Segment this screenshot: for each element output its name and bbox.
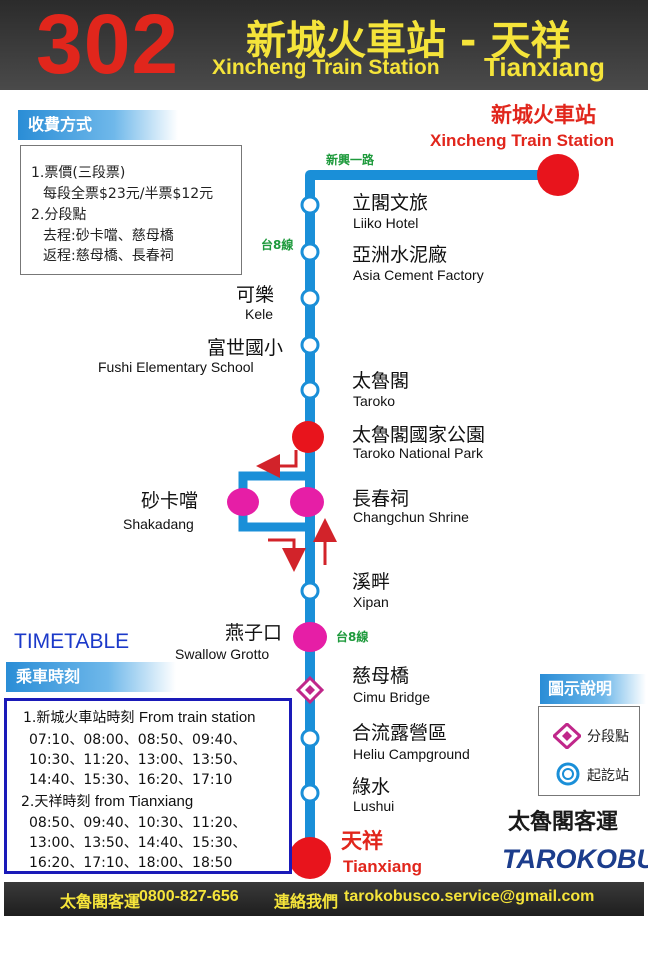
stop-marker-liiko (300, 195, 320, 215)
stop-name-en: Cimu Bridge (353, 689, 431, 705)
brand-logo-en: TAROKOBUS (502, 844, 648, 874)
timetable-times-row: 14:40、15:30、16:20、17:10 (29, 772, 233, 788)
stop-marker-cement (300, 242, 320, 262)
route-title-zh: 新城火車站 - 天祥 (246, 18, 571, 64)
fare-panel: 1.票價(三段票) 每段全票$23元/半票$12元 2.分段點 去程:砂卡噹、慈… (20, 145, 242, 275)
stop-marker-park (292, 421, 324, 453)
stop-marker-fushi (300, 335, 320, 355)
timetable-from-tianxiang-en: from Tianxiang (94, 793, 194, 810)
fare-line: 2.分段點 (31, 207, 87, 223)
fare-line: 返程:慈母橋、長春祠 (43, 248, 174, 264)
direction-arrow (256, 450, 298, 478)
legend-tab: 圖示說明 (540, 674, 646, 704)
terminal-marker-xincheng (537, 154, 579, 196)
stop-name-en: Shakadang (123, 516, 194, 532)
timetable-times-row: 10:30、11:20、13:00、13:50、 (29, 752, 247, 768)
stop-name-zh: 長春祠 (352, 488, 410, 510)
legend-panel: 分段點 起訖站 (538, 706, 640, 796)
ring-icon (556, 762, 580, 786)
terminal-name-zh-tianxiang: 天祥 (341, 829, 383, 853)
route-title-en-to: Tianxiang (484, 52, 605, 82)
terminal-name-en-xincheng: Xincheng Train Station (430, 131, 615, 150)
stop-name-zh: 合流露營區 (352, 722, 448, 744)
timetable-times-row: 08:50、09:40、10:30、11:20、 (29, 815, 247, 831)
stop-name-en: Heliu Campground (353, 746, 470, 762)
stop-name-en: Changchun Shrine (353, 509, 469, 525)
timetable-from-station-en: From train station (138, 709, 256, 726)
timetable-times-row: 16:20、17:10、18:00、18:50 (29, 855, 233, 871)
brand-name-zh: 太魯閣客運 (508, 810, 619, 835)
terminal-name-en-tianxiang: Tianxiang (343, 857, 423, 876)
stop-name-en: Kele (245, 306, 274, 322)
stop-name-en: Taroko National Park (353, 445, 483, 461)
stop-marker-xipan (300, 581, 320, 601)
timetable-from-station-zh: 1.新城火車站時刻 (23, 710, 135, 726)
fare-line: 去程:砂卡噹、慈母橋 (43, 228, 174, 244)
stop-name-zh: 綠水 (352, 776, 391, 798)
stop-name-zh: 慈母橋 (352, 665, 410, 687)
route-number: 302 (36, 0, 180, 91)
stop-name-zh: 立閣文旅 (352, 192, 429, 214)
stop-marker-heliu (300, 728, 320, 748)
fare-panel-tab: 收費方式 (18, 110, 178, 140)
stop-name-en: Lushui (353, 798, 395, 814)
section-point-cimu (295, 675, 325, 705)
timetable-from-tianxiang-zh: 2.天祥時刻 (21, 794, 91, 810)
footer-bar: 太魯閣客運 0800-827-656 連絡我們 tarokobusco.serv… (4, 882, 644, 916)
footer-company: 太魯閣客運 (60, 894, 141, 911)
stop-name-en: Xipan (353, 594, 389, 610)
footer-phone: 0800-827-656 (139, 888, 239, 905)
stop-name-en: Taroko (353, 393, 396, 409)
timetable-times-row: 07:10、08:00、08:50、09:40、 (29, 732, 247, 748)
legend-section-point-label: 分段點 (587, 729, 629, 745)
route-title-en-from: Xincheng Train Station (212, 56, 440, 79)
terminal-name-zh-xincheng: 新城火車站 (491, 103, 596, 127)
diamond-icon (553, 723, 581, 749)
stop-marker-lushui (300, 783, 320, 803)
stop-name-zh: 亞洲水泥廠 (352, 244, 448, 266)
header-banner: 302 新城火車站 - 天祥 Xincheng Train Station Ti… (0, 0, 648, 91)
terminal-marker-tianxiang (289, 837, 331, 879)
stop-name-en: Fushi Elementary School (98, 359, 254, 375)
timetable-section-title: 2.天祥時刻 from Tianxiang (21, 791, 193, 811)
stop-name-zh: 砂卡噹 (141, 490, 199, 512)
stop-name-zh: 燕子口 (225, 622, 283, 644)
section-point-yanzikou (293, 622, 327, 652)
road-label-tai8-lower: 台8線 (336, 630, 369, 644)
stop-marker-kele (300, 288, 320, 308)
stop-marker-taroko (300, 380, 320, 400)
stop-name-en: Asia Cement Factory (353, 267, 484, 283)
section-point-changchun (290, 487, 324, 517)
fare-line: 每段全票$23元/半票$12元 (43, 186, 214, 202)
timetable-times-row: 13:00、13:50、14:40、15:30、 (29, 835, 247, 851)
fare-line: 1.票價(三段票) (31, 165, 126, 181)
stop-name-zh: 太魯閣國家公園 (352, 424, 486, 446)
stop-name-zh: 太魯閣 (352, 370, 410, 392)
stop-name-en: Swallow Grotto (175, 646, 270, 662)
stop-name-en: Liiko Hotel (353, 215, 419, 231)
timetable-heading: TIMETABLE (14, 630, 130, 653)
footer-email[interactable]: tarokobusco.service@gmail.com (344, 888, 595, 905)
section-point-shakadang (227, 488, 259, 516)
timetable-section-title: 1.新城火車站時刻 From train station (23, 707, 256, 727)
road-label-xinxing: 新興一路 (326, 153, 375, 167)
timetable-panel: 1.新城火車站時刻 From train station 07:10、08:00… (4, 698, 292, 874)
stop-name-zh: 富世國小 (207, 337, 284, 359)
road-label-tai8-upper: 台8線 (261, 238, 294, 252)
stop-name-zh: 可樂 (236, 284, 275, 306)
legend-terminal-label: 起訖站 (587, 768, 629, 784)
direction-arrow (268, 538, 306, 572)
stop-name-zh: 溪畔 (352, 571, 391, 593)
timetable-tab: 乘車時刻 (6, 662, 176, 692)
footer-contact-label: 連絡我們 (274, 894, 339, 911)
